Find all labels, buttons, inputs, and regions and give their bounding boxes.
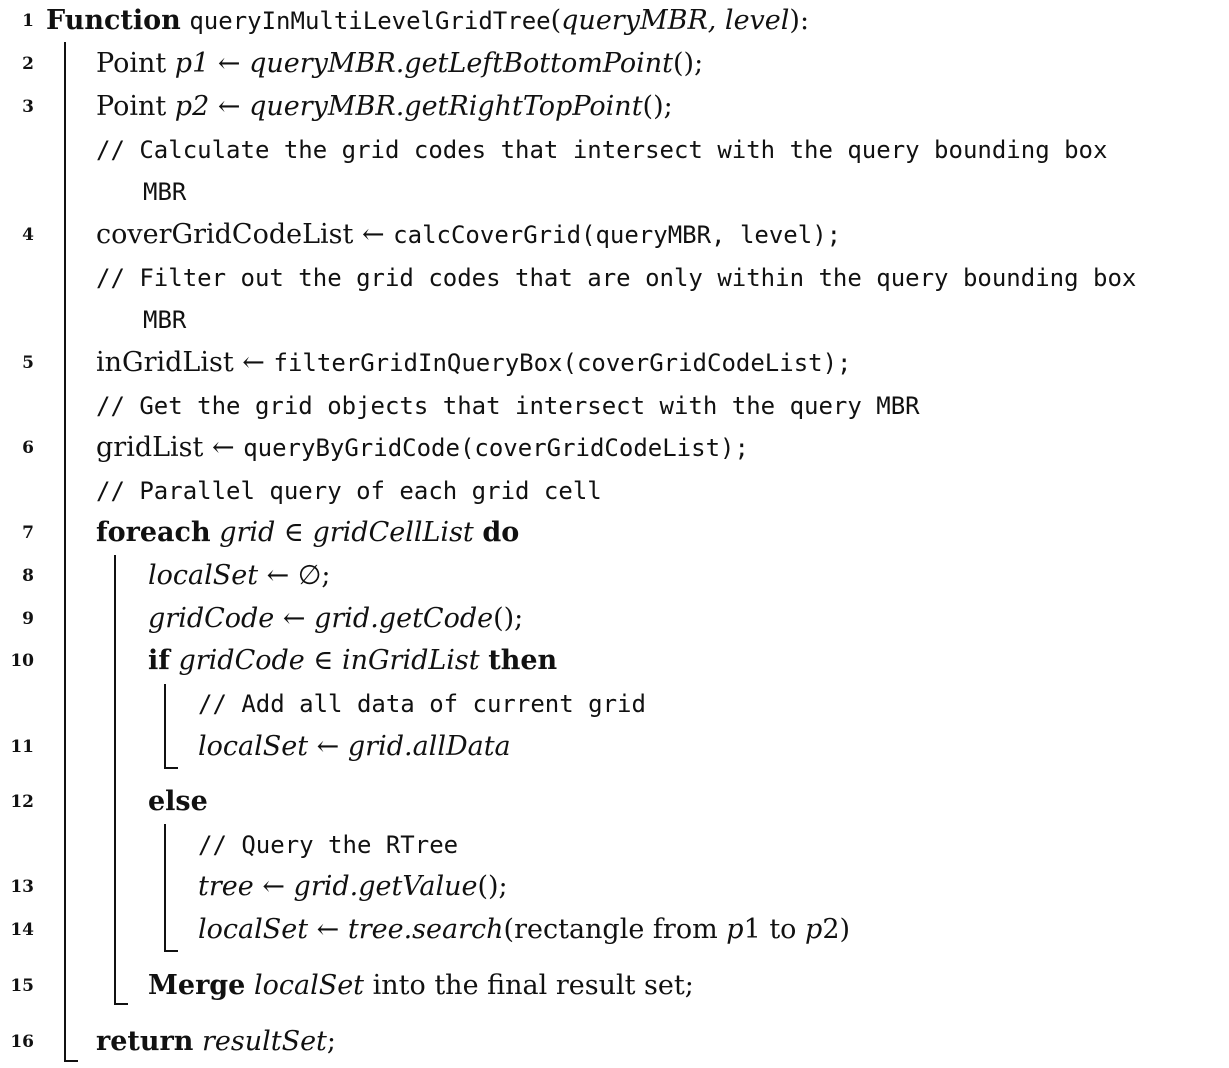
line-number: 16: [10, 1032, 34, 1052]
line-number: 11: [10, 737, 34, 757]
function-block-rule: [64, 42, 66, 1062]
comment: // Filter out the grid codes that are on…: [96, 264, 1137, 292]
function-args: queryMBR, level: [561, 5, 790, 36]
line-number: 5: [22, 353, 34, 373]
line-number: 6: [22, 438, 34, 458]
comment: // Add all data of current grid: [198, 690, 646, 718]
line-5: inGridList ← filterGridInQueryBox(coverG…: [96, 347, 852, 378]
else-block-rule: [164, 824, 166, 952]
line-11: localSet ← grid.allData: [198, 731, 511, 762]
else-block-end: [164, 950, 178, 952]
line-14: localSet ← tree.search(rectangle from p1…: [198, 914, 851, 945]
then-block-rule: [164, 684, 166, 769]
line-number: 8: [22, 566, 34, 586]
function-header: Function queryInMultiLevelGridTree(query…: [46, 5, 810, 36]
line-number: 4: [22, 225, 34, 245]
if-header: if gridCode ∈ inGridList then: [148, 645, 558, 676]
comment-continuation: MBR: [143, 178, 187, 206]
line-number: 12: [10, 792, 34, 812]
comment: // Calculate the grid codes that interse…: [96, 136, 1108, 164]
line-number: 14: [10, 920, 34, 940]
line-number: 3: [22, 97, 34, 117]
line-16: return resultSet;: [96, 1026, 337, 1057]
line-4: coverGridCodeList ← calcCoverGrid(queryM…: [96, 219, 842, 250]
line-number: 7: [22, 523, 34, 543]
line-number: 13: [10, 877, 34, 897]
line-8: localSet ← ∅;: [148, 560, 331, 591]
line-6: gridList ← queryByGridCode(coverGridCode…: [96, 432, 749, 463]
line-number: 1: [22, 11, 34, 31]
keyword-function: Function: [46, 5, 181, 36]
else-header: else: [148, 786, 208, 817]
comment: // Parallel query of each grid cell: [96, 477, 602, 505]
comment: // Query the RTree: [198, 831, 459, 859]
line-15: Merge localSet into the final result set…: [148, 970, 694, 1001]
line-number: 2: [22, 54, 34, 74]
line-number: 10: [10, 651, 34, 671]
line-number: 9: [22, 609, 34, 629]
line-2: Point p1 ← queryMBR.getLeftBottomPoint()…: [96, 48, 704, 79]
line-9: gridCode ← grid.getCode();: [148, 603, 524, 634]
line-13: tree ← grid.getValue();: [198, 871, 508, 902]
comment-continuation: MBR: [143, 306, 187, 334]
comment: // Get the grid objects that intersect w…: [96, 392, 920, 420]
foreach-block-rule: [114, 555, 116, 1005]
function-name: queryInMultiLevelGridTree: [189, 7, 551, 35]
foreach-header: foreach grid ∈ gridCellList do: [96, 517, 520, 548]
then-block-end: [164, 767, 178, 769]
foreach-block-end: [114, 1003, 128, 1005]
line-number: 15: [10, 976, 34, 996]
line-3: Point p2 ← queryMBR.getRightTopPoint();: [96, 91, 673, 122]
function-block-end: [64, 1060, 78, 1062]
